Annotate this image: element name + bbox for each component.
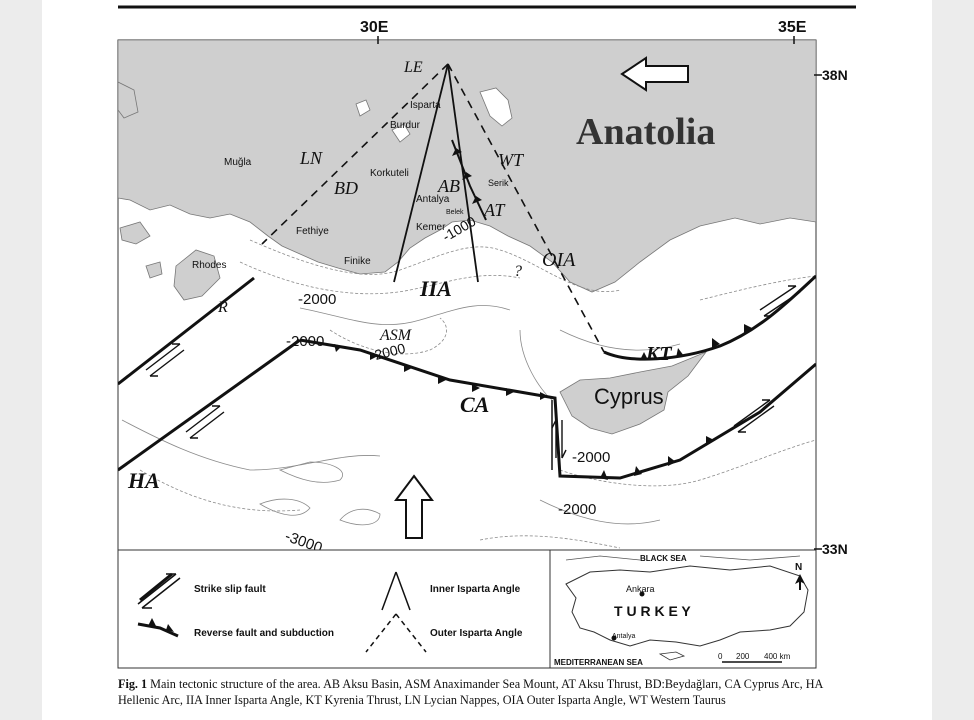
scale-label: 400 km <box>764 652 791 661</box>
legend-item: Inner Isparta Angle <box>430 584 521 595</box>
legend-item: Reverse fault and subduction <box>194 628 334 639</box>
structure-label: CA <box>460 392 489 417</box>
depth-contours <box>121 239 816 549</box>
north-arrow-icon <box>795 574 805 590</box>
depth-label: -2000 <box>298 291 336 308</box>
legend-item: Strike slip fault <box>194 584 266 595</box>
structure-label: LE <box>403 59 423 76</box>
depth-label: -2000 <box>558 501 596 518</box>
structure-label: AB <box>437 176 460 196</box>
inset-cyprus <box>658 651 686 661</box>
scale-label: 200 <box>736 652 750 661</box>
figure-caption: Fig. 1 Main tectonic structure of the ar… <box>118 676 863 708</box>
place-label: Finike <box>344 256 371 267</box>
place-label: Antalya <box>416 194 450 205</box>
coordinate-grid: 30E 35E 38N 33N <box>360 19 848 557</box>
outer-angle-symbol-icon <box>365 613 427 653</box>
scale-label: 0 <box>718 652 723 661</box>
structure-label: LN <box>299 148 323 168</box>
place-label: Muğla <box>224 157 252 168</box>
place-label: Belek <box>446 209 464 216</box>
latitude-label: 38N <box>822 67 848 83</box>
cyprus-arc-teeth <box>334 344 714 480</box>
place-label: Kemer <box>416 222 446 233</box>
lake <box>355 99 371 117</box>
latitude-label: 33N <box>822 541 848 557</box>
structure-label: BD <box>334 178 358 198</box>
place-label: Fethiye <box>296 226 329 237</box>
kyrenia-thrust <box>603 274 816 361</box>
longitude-label: 35E <box>778 19 807 36</box>
strike-slip-symbol-icon <box>137 572 181 609</box>
aksu-thrust <box>451 139 487 221</box>
place-label: Korkuteli <box>370 168 409 179</box>
caption-text: Main tectonic structure of the area. AB … <box>118 677 823 707</box>
strike-slip-arrows <box>145 285 801 459</box>
inner-angle-symbol-icon <box>381 571 411 611</box>
cyprus-arc <box>299 338 816 480</box>
inset-label: Ankara <box>626 584 655 594</box>
inset-label: MEDITERRANEAN SEA <box>554 658 643 667</box>
aegean-islet <box>145 261 163 279</box>
inset-label: T U R K E Y <box>614 603 691 619</box>
aksu-thrust-teeth <box>452 148 482 204</box>
depth-label: -2000 <box>286 333 324 350</box>
hellenic-arc-faults <box>118 276 301 472</box>
aegean-islet <box>119 221 151 245</box>
lake <box>479 87 513 127</box>
turkey-outline <box>565 565 809 647</box>
inner-isparta-angle-lines <box>393 63 479 283</box>
kyrenia-thrust-teeth <box>640 324 752 360</box>
place-label: Burdur <box>390 120 421 131</box>
aegean-islet <box>118 81 139 119</box>
lake <box>391 123 411 143</box>
place-label: Cyprus <box>594 384 664 409</box>
inset-label: BLACK SEA <box>640 554 687 563</box>
map-labels: Anatolia Isparta Burdur Muğla Korkuteli … <box>127 59 715 550</box>
rhodes-island <box>173 249 221 301</box>
inset-map: BLACK SEA Ankara T U R K E Y Antalya MED… <box>549 549 817 669</box>
depth-label: -2000 <box>572 449 610 466</box>
figure-number: Fig. 1 <box>118 677 148 691</box>
structure-label: KT <box>645 343 672 365</box>
structure-label: R <box>217 299 228 316</box>
place-label: Serik <box>488 178 509 188</box>
structure-label: HA <box>127 468 160 493</box>
structure-label: IIA <box>419 276 452 301</box>
structure-label: WT <box>498 150 525 170</box>
structure-label: OIA <box>542 249 576 271</box>
arrow-left-outline-icon <box>620 56 689 92</box>
place-label: Rhodes <box>192 260 226 271</box>
inset-scale-bar: 0 200 400 km <box>718 652 791 663</box>
structure-label: ? <box>514 263 522 280</box>
region-title: Anatolia <box>576 111 715 153</box>
north-arrow-label: N <box>795 562 802 573</box>
structure-label: ASM <box>379 327 413 344</box>
legend-item: Outer Isparta Angle <box>430 628 523 639</box>
cyprus-island <box>559 351 708 435</box>
inset-label: Antalya <box>612 633 635 640</box>
place-label: Isparta <box>410 100 441 111</box>
depth-label: 2000 <box>373 340 407 363</box>
longitude-label: 30E <box>360 19 389 36</box>
arrow-up-outline-icon <box>394 474 434 539</box>
anatolia-landmass <box>118 40 816 293</box>
structure-label: AT <box>483 200 506 220</box>
inset-neighbour <box>565 555 801 561</box>
legend: Strike slip fault Reverse fault and subd… <box>117 549 551 669</box>
reverse-fault-symbol-icon <box>137 618 179 638</box>
outer-isparta-angle-lines <box>261 63 605 353</box>
